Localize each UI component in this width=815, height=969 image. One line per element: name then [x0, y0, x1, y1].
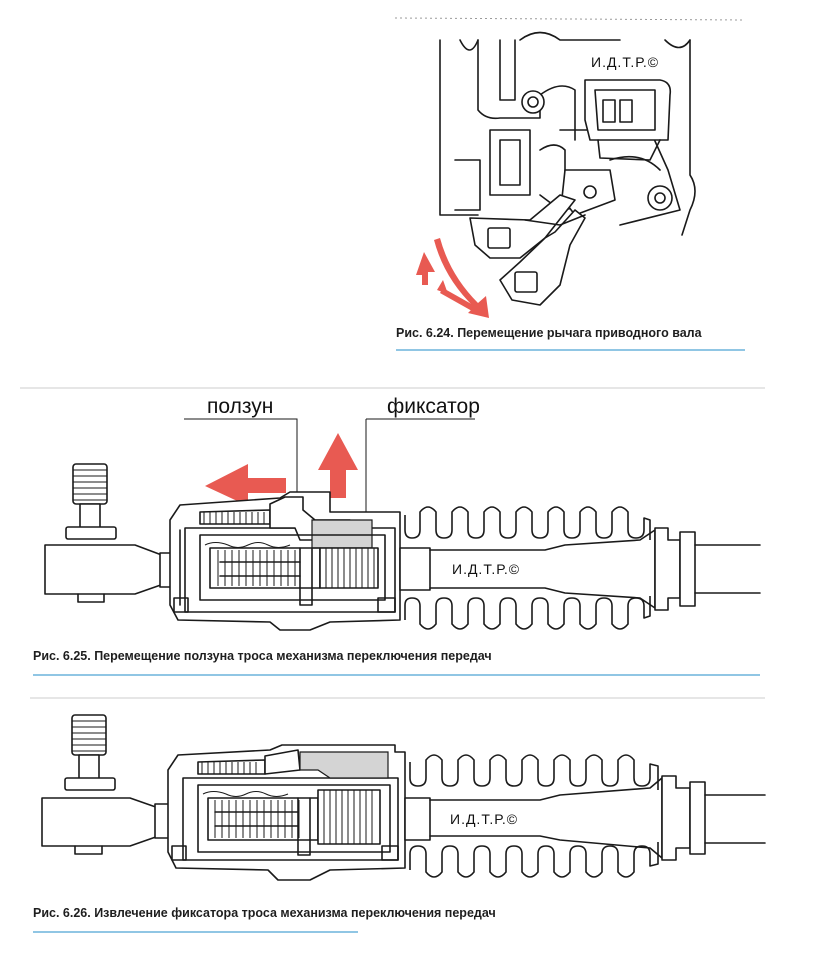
lock-626: [299, 751, 389, 779]
bolt-right: [647, 185, 673, 211]
lever-motion-arrows: [416, 238, 489, 318]
thread-625: [319, 547, 379, 589]
drive-shaft-lever: [469, 194, 586, 306]
boot-lower-625: [404, 596, 651, 630]
ball-stud-625: [65, 463, 117, 540]
leader-slider: [184, 418, 298, 500]
caption-624: Рис. 6.24. Перемещение рычага приводного…: [396, 326, 703, 340]
cable-end-eye-626: [41, 797, 171, 847]
watermark-625: И.Д.Т.Р.©: [452, 561, 520, 577]
leader-lock: [365, 418, 475, 520]
boot-lower-626: [409, 842, 659, 878]
boot-upper-625: [404, 506, 651, 540]
up-arrow: [416, 252, 435, 285]
thread-626: [317, 789, 381, 845]
lock-up-arrow: [318, 433, 358, 498]
transmission-housing: И.Д.Т.Р.©: [439, 31, 696, 236]
spring-inner-626: [202, 791, 300, 838]
sensor-connector: [584, 79, 672, 161]
figure-625: ползун фиксатор: [20, 387, 765, 676]
label-slider: ползун: [207, 395, 273, 418]
figure-624: И.Д.Т.Р.©: [394, 17, 746, 351]
caption-625: Рис. 6.25. Перемещение ползуна троса мех…: [33, 649, 492, 663]
slider-left-arrow: [205, 464, 286, 506]
figure-626: И.Д.Т.Р.© Рис. 6.26. Извлечение фиксатор…: [30, 697, 766, 933]
caption-626: Рис. 6.26. Извлечение фиксатора троса ме…: [33, 906, 496, 920]
bolt-left: [521, 90, 545, 114]
watermark-624: И.Д.Т.Р.©: [591, 54, 659, 70]
diag-arrow-shaft: [440, 288, 475, 311]
cable-end-eye-625: [44, 544, 176, 595]
ball-stud-626: [64, 714, 116, 791]
watermark-626: И.Д.Т.Р.©: [450, 811, 518, 827]
label-lock: фиксатор: [387, 395, 480, 418]
boot-upper-626: [409, 754, 659, 790]
diag-arrow-head-b: [470, 302, 484, 314]
curved-arrow: [434, 238, 489, 318]
spring-inner-625: [204, 542, 296, 586]
lock-625: [311, 519, 373, 549]
